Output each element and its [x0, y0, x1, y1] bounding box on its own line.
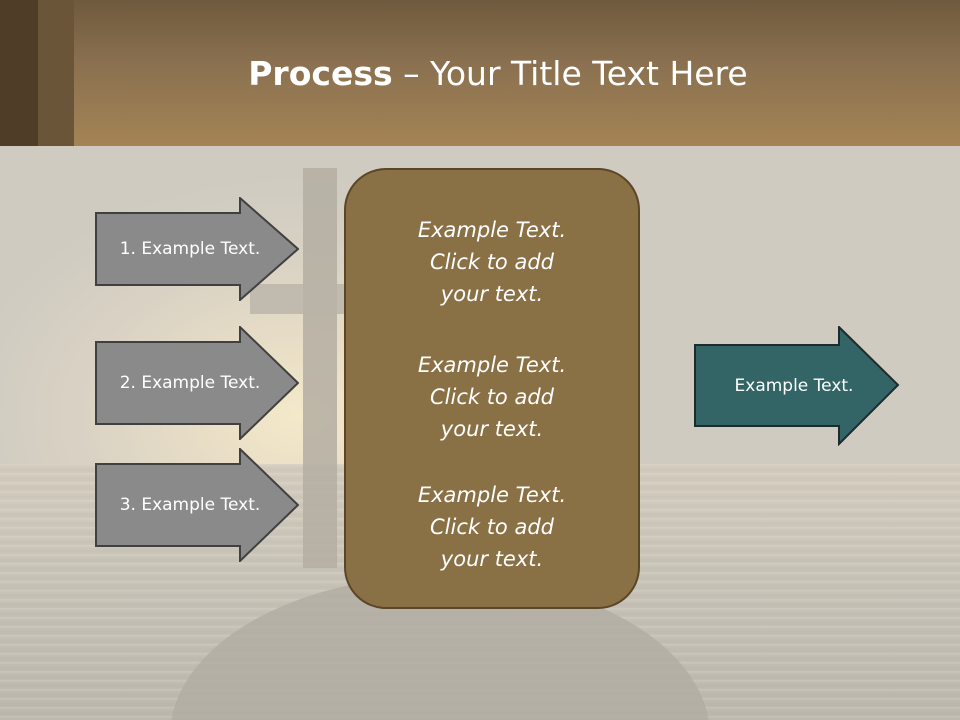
left-arrow-label: 1. Example Text.	[119, 239, 261, 259]
arrow-shape-icon	[95, 326, 299, 440]
cross-vertical	[303, 168, 337, 568]
right-arrow[interactable]: Example Text.	[694, 326, 900, 446]
title-band-accent-mid	[38, 0, 74, 146]
center-text-item-1: Example Text. Click to add your text.	[417, 218, 567, 306]
slide-title[interactable]: Process – Your Title Text Here	[74, 50, 922, 98]
left-arrow-1[interactable]: 1. Example Text.	[95, 197, 299, 301]
title-dash: –	[392, 54, 431, 93]
left-arrow-2[interactable]: 2. Example Text.	[95, 326, 299, 440]
left-arrow-label: 3. Example Text.	[119, 495, 261, 515]
left-arrow-3[interactable]: 3. Example Text.	[95, 448, 299, 562]
title-rest: Your Title Text Here	[430, 54, 748, 93]
right-arrow-label: Example Text.	[734, 376, 854, 396]
center-text-item-3: Example Text. Click to add your text.	[417, 483, 567, 571]
arrow-shape-icon	[95, 448, 299, 562]
center-text-box[interactable]: Example Text. Click to add your text. Ex…	[344, 168, 640, 609]
title-band: Process – Your Title Text Here	[0, 0, 960, 146]
title-band-accent-dark	[0, 0, 38, 146]
title-bold: Process	[248, 54, 393, 93]
left-arrow-label: 2. Example Text.	[119, 373, 261, 393]
arrow-shape-icon	[95, 197, 299, 301]
arrow-shape-icon	[694, 326, 900, 446]
center-text-item-2: Example Text. Click to add your text.	[417, 353, 567, 441]
